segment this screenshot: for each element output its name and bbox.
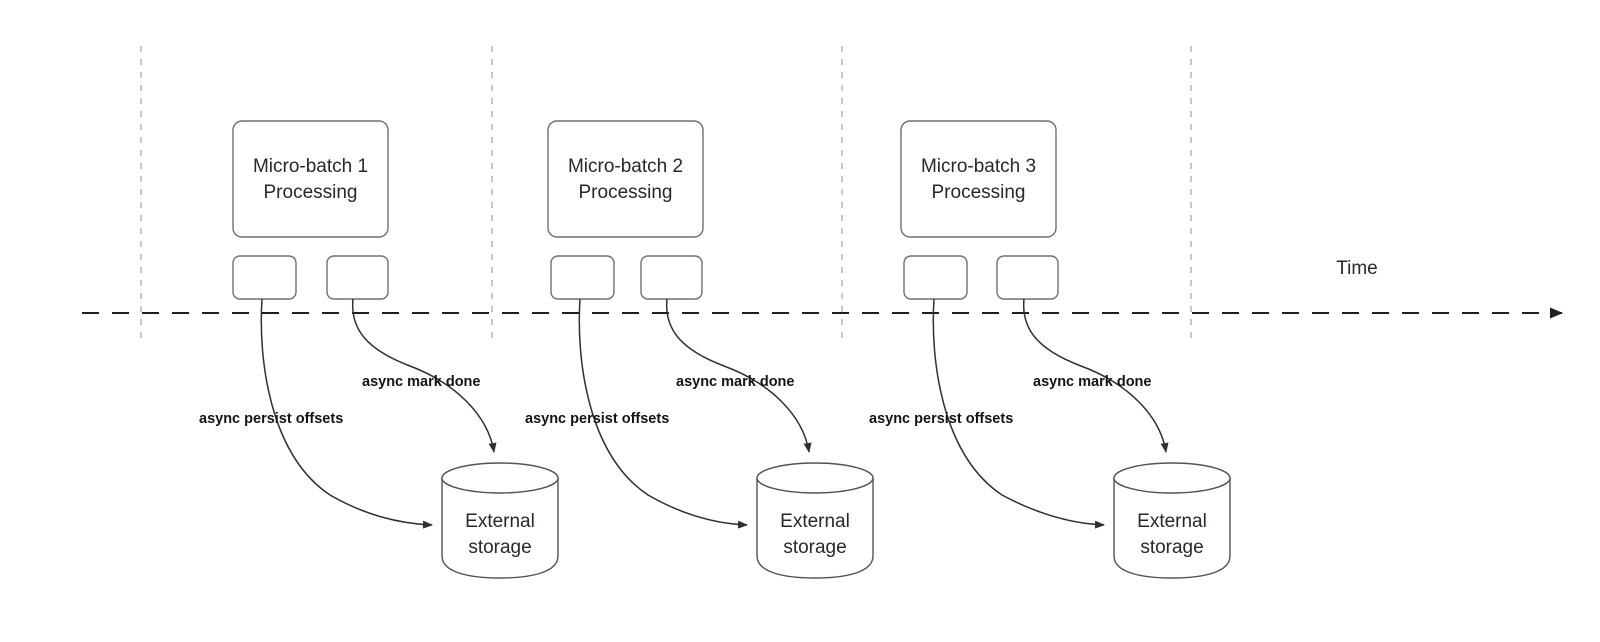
- group-1-cylinder-body: [441, 477, 559, 579]
- group-1-external-storage[interactable]: External storage: [441, 462, 559, 579]
- group-3-task-box-1[interactable]: [903, 255, 968, 300]
- group-3-cylinder-body: [1113, 477, 1231, 579]
- group-2-edge-mark-done: [665, 298, 812, 453]
- micro-batch-2-label-line1: Micro-batch 2: [568, 156, 683, 177]
- group-3-external-storage[interactable]: External storage: [1113, 462, 1231, 579]
- group-2-storage-label-line2: storage: [783, 537, 846, 558]
- group-3-edge-label-persist-offsets: async persist offsets: [869, 411, 1013, 427]
- time-axis-label: Time: [1336, 258, 1378, 279]
- group-1: Micro-batch 1 Processing External storag…: [199, 120, 559, 579]
- group-2-storage-label-line1: External: [780, 511, 850, 532]
- group-1-task-box-1[interactable]: [232, 255, 297, 300]
- group-3-edge-mark-done: [1022, 298, 1169, 453]
- group-1-edge-label-persist-offsets: async persist offsets: [199, 411, 343, 427]
- group-3-edge-persist-offsets: [932, 298, 1105, 529]
- group-2-edge-label-persist-offsets: async persist offsets: [525, 411, 669, 427]
- group-3-storage-label-line1: External: [1137, 511, 1207, 532]
- group-2-task-box-2[interactable]: [640, 255, 703, 300]
- micro-batch-1-box[interactable]: [232, 120, 389, 238]
- group-1-edge-label-mark-done: async mark done: [362, 374, 480, 390]
- group-2-cylinder-top: [756, 462, 874, 494]
- micro-batch-3-box[interactable]: [900, 120, 1057, 238]
- group-2-cylinder-body: [756, 477, 874, 579]
- group-1-edge-mark-done: [351, 298, 497, 453]
- group-1-cylinder-top: [441, 462, 559, 494]
- group-3-cylinder-top: [1113, 462, 1231, 494]
- timeline-tick-group: [140, 46, 1192, 340]
- group-1-edge-persist-offsets: [260, 298, 433, 529]
- micro-batch-2-label-line2: Processing: [579, 182, 673, 203]
- group-3-storage-label-line2: storage: [1140, 537, 1203, 558]
- micro-batch-1-label-line2: Processing: [264, 182, 358, 203]
- group-1-storage-label-line2: storage: [468, 537, 531, 558]
- group-2-edge-label-mark-done: async mark done: [676, 374, 794, 390]
- group-2-edge-persist-offsets: [578, 298, 748, 529]
- group-3: Micro-batch 3 Processing External storag…: [869, 120, 1231, 579]
- micro-batch-3-label-line2: Processing: [932, 182, 1026, 203]
- group-2: Micro-batch 2 Processing External storag…: [525, 120, 874, 579]
- micro-batch-2-box[interactable]: [547, 120, 704, 238]
- group-2-external-storage[interactable]: External storage: [756, 462, 874, 579]
- micro-batch-1-label-line1: Micro-batch 1: [253, 156, 368, 177]
- group-3-edge-label-mark-done: async mark done: [1033, 374, 1151, 390]
- micro-batch-3-label-line1: Micro-batch 3: [921, 156, 1036, 177]
- group-3-task-box-2[interactable]: [996, 255, 1059, 300]
- group-1-task-box-2[interactable]: [326, 255, 389, 300]
- group-2-task-box-1[interactable]: [550, 255, 615, 300]
- group-1-storage-label-line1: External: [465, 511, 535, 532]
